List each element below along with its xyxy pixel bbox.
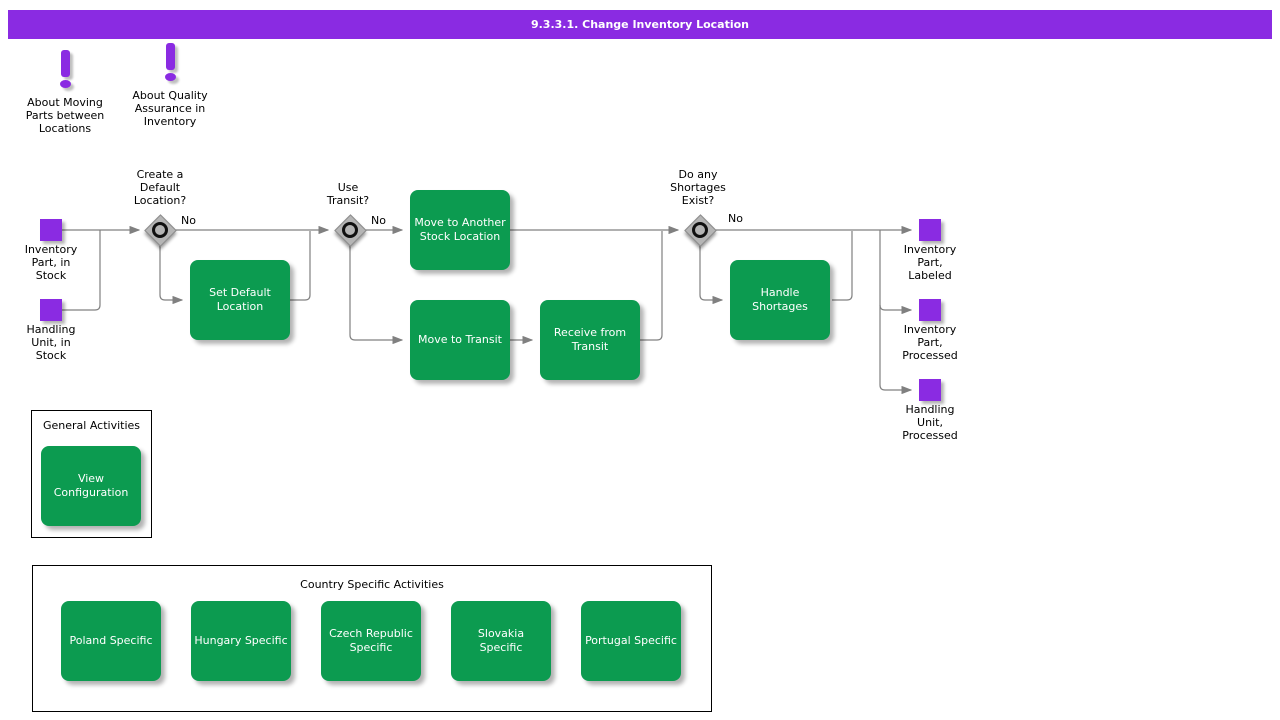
event-label: Handling Unit, in Stock bbox=[26, 323, 76, 362]
task-receive-from-transit[interactable]: Receive from Transit bbox=[540, 300, 640, 380]
event-handling-unit-in-stock bbox=[40, 299, 62, 321]
task-set-default-location[interactable]: Set Default Location bbox=[190, 260, 290, 340]
task-move-to-transit[interactable]: Move to Transit bbox=[410, 300, 510, 380]
event-handling-unit-processed bbox=[919, 379, 941, 401]
task-portugal-specific[interactable]: Portugal Specific bbox=[581, 601, 681, 681]
edge-setdefault-merge bbox=[290, 231, 311, 301]
diagram-title-bar: 9.3.3.1. Change Inventory Location bbox=[8, 10, 1272, 39]
edge-split-to-out3 bbox=[879, 230, 913, 395]
event-label: Inventory Part, Processed bbox=[902, 323, 958, 362]
edge-receive-merge bbox=[640, 231, 663, 341]
gateway-shortages-exist bbox=[684, 214, 717, 247]
notice-label: About Moving Parts between Locations bbox=[25, 96, 105, 135]
task-hungary-specific[interactable]: Hungary Specific bbox=[191, 601, 291, 681]
gateway-create-default-location bbox=[144, 214, 177, 247]
event-inventory-part-labeled bbox=[919, 219, 941, 241]
group-title: General Activities bbox=[42, 419, 141, 432]
notice-about-quality-assurance[interactable]: About Quality Assurance in Inventory bbox=[115, 43, 225, 128]
gateway-ring-icon bbox=[152, 222, 168, 238]
gateway-use-transit bbox=[334, 214, 367, 247]
edge-gateway1-to-setdefault bbox=[159, 245, 184, 305]
event-inventory-part-processed bbox=[919, 299, 941, 321]
event-inventory-part-in-stock bbox=[40, 219, 62, 241]
exclamation-icon bbox=[60, 50, 70, 77]
exclamation-dot-icon bbox=[59, 80, 71, 88]
task-move-to-another-stock-location[interactable]: Move to Another Stock Location bbox=[410, 190, 510, 270]
edge-gateway2-to-movetransit bbox=[349, 245, 404, 345]
edge-input2-merge bbox=[62, 230, 101, 311]
general-activities-group: General Activities View Configuration bbox=[31, 410, 152, 538]
task-handle-shortages[interactable]: Handle Shortages bbox=[730, 260, 830, 340]
exclamation-icon bbox=[165, 43, 175, 70]
task-poland-specific[interactable]: Poland Specific bbox=[61, 601, 161, 681]
event-label: Handling Unit, Processed bbox=[902, 403, 958, 442]
edge-shortages-merge bbox=[832, 231, 853, 301]
gateway-question: Use Transit? bbox=[326, 181, 370, 207]
notice-about-moving-parts[interactable]: About Moving Parts between Locations bbox=[10, 50, 120, 135]
gateway-ring-icon bbox=[692, 222, 708, 238]
notice-label: About Quality Assurance in Inventory bbox=[132, 89, 208, 128]
gateway-question: Create a Default Location? bbox=[133, 168, 187, 207]
task-view-configuration[interactable]: View Configuration bbox=[41, 446, 141, 526]
edge-gateway3-to-shortages bbox=[699, 245, 724, 305]
branch-no-label: No bbox=[728, 212, 743, 225]
country-specific-activities-group: Country Specific Activities Poland Speci… bbox=[32, 565, 712, 712]
diagram-title: 9.3.3.1. Change Inventory Location bbox=[530, 18, 750, 31]
edge-split-to-out2 bbox=[879, 304, 913, 315]
gateway-question: Do any Shortages Exist? bbox=[670, 168, 726, 207]
task-czech-republic-specific[interactable]: Czech Republic Specific bbox=[321, 601, 421, 681]
event-label: Inventory Part, in Stock bbox=[24, 243, 78, 282]
gateway-ring-icon bbox=[342, 222, 358, 238]
event-label: Inventory Part, Labeled bbox=[903, 243, 957, 282]
task-slovakia-specific[interactable]: Slovakia Specific bbox=[451, 601, 551, 681]
branch-no-label: No bbox=[371, 214, 386, 227]
group-title: Country Specific Activities bbox=[300, 578, 444, 591]
exclamation-dot-icon bbox=[164, 73, 176, 81]
branch-no-label: No bbox=[181, 214, 196, 227]
